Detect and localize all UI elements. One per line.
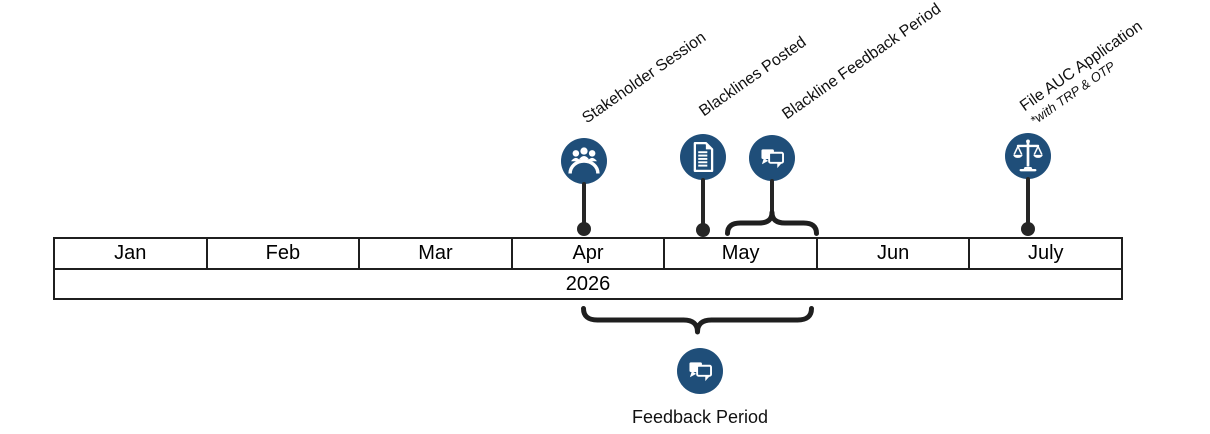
stem-connector — [582, 182, 586, 228]
month-cell-mar: Mar — [360, 239, 513, 268]
month-cell-apr: Apr — [513, 239, 666, 268]
timeline-table: Jan Feb Mar Apr May Jun July 2026 — [53, 237, 1123, 300]
stem-connector — [770, 179, 774, 215]
brace-down — [581, 306, 814, 335]
chat-bubbles-icon-glyph — [689, 362, 712, 382]
month-cell-may: May — [665, 239, 818, 268]
chat-bubbles-icon-glyph — [761, 149, 784, 169]
meeting-icon — [561, 138, 607, 184]
scales-icon — [1005, 133, 1051, 179]
milestone-label-main: File AUC Application — [1017, 17, 1146, 115]
brace-up — [725, 210, 819, 236]
milestone-label-stakeholder-session: Stakeholder Session — [579, 28, 710, 127]
document-icon-glyph — [693, 141, 714, 173]
timeline-marker-dot — [696, 223, 710, 237]
milestone-label-file-auc-application: File AUC Application *with TRP & OTP — [1017, 17, 1155, 128]
timeline-marker-dot — [1021, 222, 1035, 236]
month-cell-feb: Feb — [208, 239, 361, 268]
month-cell-jan: Jan — [55, 239, 208, 268]
timeline-marker-dot — [577, 222, 591, 236]
document-icon — [680, 134, 726, 180]
stem-connector — [1026, 177, 1030, 228]
stem-connector — [701, 178, 705, 228]
chat-bubbles-icon — [749, 135, 795, 181]
chat-bubbles-icon — [677, 348, 723, 394]
scales-icon-glyph — [1013, 139, 1043, 172]
year-label: 2026 — [565, 272, 611, 295]
feedback-period-label: Feedback Period — [631, 407, 769, 427]
meeting-icon-glyph — [568, 147, 600, 174]
month-cell-jun: Jun — [818, 239, 971, 268]
milestone-label-blackline-feedback-period: Blackline Feedback Period — [779, 0, 945, 124]
months-row: Jan Feb Mar Apr May Jun July — [55, 239, 1121, 270]
month-cell-july: July — [1027, 242, 1064, 264]
